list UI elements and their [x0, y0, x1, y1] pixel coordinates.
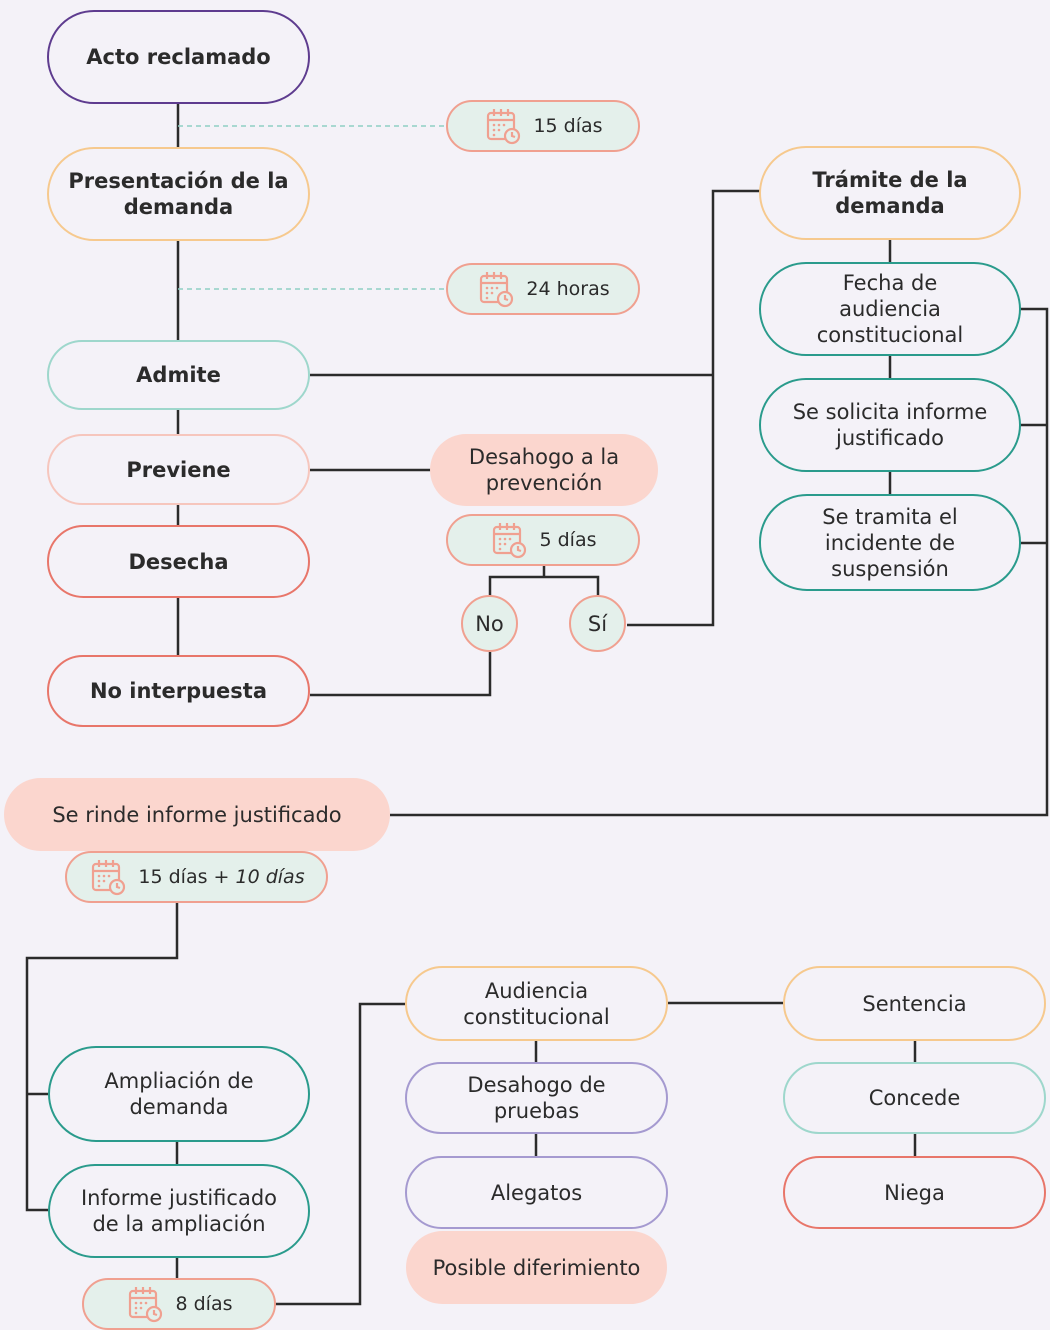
node-ampliacion-demanda: Ampliación de demanda [48, 1046, 310, 1142]
node-admite: Admite [47, 340, 310, 410]
node-no: No [461, 595, 518, 652]
badge-text: 15 días + 10 días [138, 866, 304, 888]
node-niega: Niega [783, 1156, 1046, 1229]
node-previene: Previene [47, 434, 310, 505]
node-posible-diferimiento: Posible diferimiento [406, 1231, 667, 1304]
badge-8-dias: 8 días [82, 1278, 276, 1330]
calendar-clock-icon [480, 272, 514, 308]
node-concede: Concede [783, 1062, 1046, 1134]
badge-text: 15 días [533, 115, 603, 137]
calendar-clock-icon [487, 109, 521, 145]
badge-15-dias: 15 días [446, 100, 640, 152]
badge-24-horas: 24 horas [446, 263, 640, 315]
badge-text-main: 15 días + [138, 866, 230, 888]
node-desahogo-pruebas: Desahogo de pruebas [405, 1062, 668, 1134]
badge-text-italic: 10 días [235, 866, 305, 888]
node-tramite-demanda: Trámite de la demanda [759, 146, 1021, 240]
node-audiencia-constitucional: Audiencia constitucional [405, 966, 668, 1041]
node-sentencia: Sentencia [783, 966, 1046, 1041]
calendar-clock-icon [493, 523, 527, 559]
badge-5-dias: 5 días [446, 514, 640, 566]
node-si: Sí [569, 595, 626, 652]
node-desecha: Desecha [47, 525, 310, 598]
node-desahogo-prevencion: Desahogo a la prevención [430, 434, 658, 506]
node-fecha-audiencia: Fecha de audiencia constitucional [759, 262, 1021, 356]
calendar-clock-icon [129, 1287, 163, 1323]
badge-15-mas-10-dias: 15 días + 10 días [65, 851, 328, 903]
badge-text: 24 horas [526, 278, 610, 300]
badge-text: 5 días [539, 529, 597, 551]
node-no-interpuesta: No interpuesta [47, 655, 310, 727]
calendar-clock-icon [92, 860, 126, 896]
node-acto-reclamado: Acto reclamado [47, 10, 310, 104]
badge-text: 8 días [175, 1293, 233, 1315]
node-alegatos: Alegatos [405, 1156, 668, 1229]
node-informe-ampliacion: Informe justificado de la ampliación [48, 1164, 310, 1258]
node-presentacion-demanda: Presentación de la demanda [47, 147, 310, 241]
node-incidente-suspension: Se tramita el incidente de suspensión [759, 494, 1021, 591]
node-solicita-informe: Se solicita informe justificado [759, 378, 1021, 472]
node-rinde-informe: Se rinde informe justificado [4, 778, 390, 851]
